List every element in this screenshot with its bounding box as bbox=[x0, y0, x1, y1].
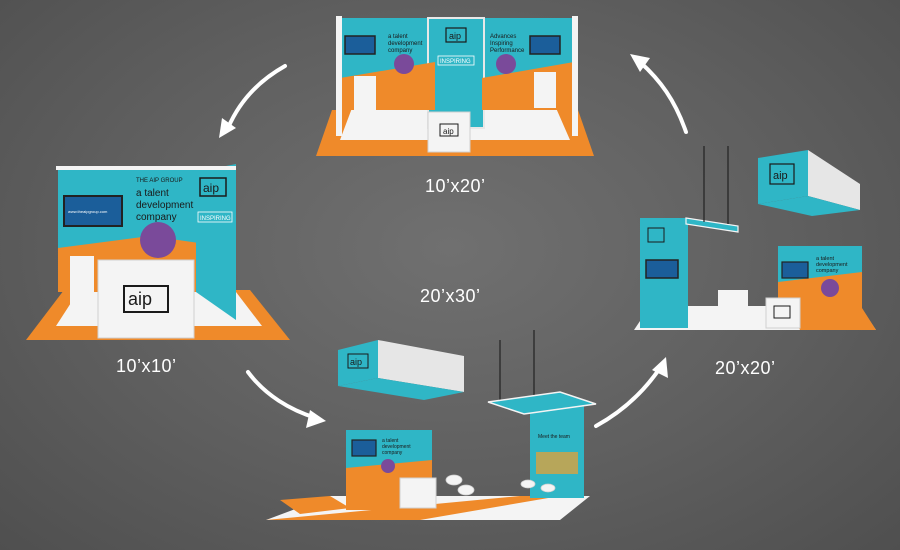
inspiring-box bbox=[197, 211, 233, 223]
tagline-right-2: development bbox=[816, 262, 848, 268]
inspiring-top: INSPIRING bbox=[440, 59, 471, 65]
tagline-bottom-1: a talent bbox=[382, 438, 399, 444]
chairs bbox=[445, 474, 556, 496]
cycle-arrows bbox=[219, 54, 688, 428]
booth-20x20: a talent development company aip bbox=[634, 146, 876, 330]
arrow-bottom-to-right bbox=[594, 366, 662, 428]
tagline-top-left-2: development bbox=[388, 41, 423, 47]
logo-box-side bbox=[199, 177, 227, 197]
counter-logo-box bbox=[123, 285, 169, 313]
logo-box-top bbox=[445, 27, 467, 43]
tagline-right-1: a talent bbox=[816, 256, 835, 262]
counter-logo-box bbox=[439, 123, 459, 137]
purple-dot bbox=[381, 459, 395, 473]
tv-screen-right bbox=[781, 261, 809, 279]
counter bbox=[399, 477, 437, 509]
side-table-right bbox=[534, 72, 556, 108]
floating-sign: aip bbox=[338, 340, 464, 400]
arrow-right-to-top bbox=[638, 60, 688, 134]
ceiling-canopy bbox=[487, 391, 597, 415]
tagline-2: development bbox=[136, 200, 193, 211]
arrow-head-top bbox=[630, 54, 650, 72]
purple-dot bbox=[821, 279, 839, 297]
arrow-left-to-bottom bbox=[246, 370, 318, 420]
advances-top-1: Advances bbox=[490, 34, 516, 40]
tv-screen bbox=[351, 439, 377, 457]
arrow-head-left bbox=[219, 118, 236, 138]
logo-side: aip bbox=[203, 181, 219, 195]
chair bbox=[540, 483, 556, 493]
tagline-1: a talent bbox=[136, 188, 169, 199]
tagline-top-left-3: company bbox=[388, 48, 412, 54]
arrow-top-to-left bbox=[226, 64, 287, 130]
advances-top-3: Performance bbox=[490, 48, 525, 54]
counter-logo: aip bbox=[128, 289, 152, 309]
canopy bbox=[685, 217, 739, 233]
inspiring-box-top bbox=[437, 55, 475, 66]
logo-top: aip bbox=[449, 31, 461, 41]
side-table-left bbox=[354, 76, 376, 110]
tagline-3: company bbox=[136, 212, 177, 223]
side-table bbox=[70, 256, 94, 306]
sign-side bbox=[378, 340, 464, 392]
wall-frame-right bbox=[572, 16, 578, 136]
inspiring-side: INSPIRING bbox=[200, 216, 231, 222]
advances-top-2: Inspiring bbox=[490, 41, 513, 47]
wall-frame-top bbox=[56, 166, 236, 170]
tv-screen bbox=[63, 195, 123, 227]
booth-20x30: a talent development company Meet the te… bbox=[266, 330, 597, 520]
sign-side bbox=[808, 150, 860, 210]
side-return bbox=[196, 164, 236, 320]
sign-bottom bbox=[758, 196, 860, 216]
booth-10x20: a talent development company Advances In… bbox=[316, 16, 594, 156]
counter-logo-top: aip bbox=[443, 127, 454, 136]
label-20x30: 20’x30’ bbox=[420, 286, 481, 306]
sign-logo-box bbox=[769, 163, 795, 185]
tagline-bottom-2: development bbox=[382, 444, 411, 450]
sign-logo: aip bbox=[773, 170, 788, 182]
purple-dot-left bbox=[394, 54, 414, 74]
tv-screen-right bbox=[529, 35, 561, 55]
tv-screen-left bbox=[344, 35, 376, 55]
wall-frame-left bbox=[336, 16, 342, 136]
purple-dot bbox=[140, 222, 176, 258]
label-10x10: 10’x10’ bbox=[116, 356, 177, 376]
tagline-top-left: a talent bbox=[388, 34, 408, 40]
booth-10x10: www.theaipgroup.com THE AIP GROUP a tale… bbox=[26, 164, 290, 340]
floor-orange bbox=[790, 308, 876, 330]
screen-url: www.theaipgroup.com bbox=[68, 209, 108, 214]
tv-screen-left bbox=[645, 259, 679, 279]
sign-bottom bbox=[338, 378, 464, 400]
chair bbox=[457, 484, 475, 496]
tower-logo-box bbox=[647, 227, 665, 243]
chair bbox=[445, 474, 463, 486]
arrow-head-right bbox=[652, 357, 668, 378]
counter-top bbox=[427, 111, 471, 153]
sign-face bbox=[338, 340, 378, 386]
table bbox=[718, 290, 748, 312]
counter-logo-box bbox=[773, 305, 791, 319]
photo-panel bbox=[536, 452, 578, 474]
floating-sign: aip bbox=[758, 150, 860, 216]
counter bbox=[765, 297, 801, 329]
purple-dot-right bbox=[496, 54, 516, 74]
sign-logo: aip bbox=[350, 357, 362, 367]
sign-logo-box bbox=[347, 353, 369, 369]
counter bbox=[97, 259, 195, 339]
arrow-head-bottom bbox=[306, 410, 326, 428]
floor-orange-left bbox=[280, 496, 350, 514]
tagline-bottom-3: company bbox=[382, 450, 403, 456]
meet-team: Meet the team bbox=[538, 434, 570, 440]
tagline-right-3: company bbox=[816, 268, 839, 274]
group-small: THE AIP GROUP bbox=[136, 178, 183, 184]
label-20x20: 20’x20’ bbox=[715, 358, 776, 378]
label-10x20: 10’x20’ bbox=[425, 176, 486, 196]
chair bbox=[520, 479, 536, 489]
